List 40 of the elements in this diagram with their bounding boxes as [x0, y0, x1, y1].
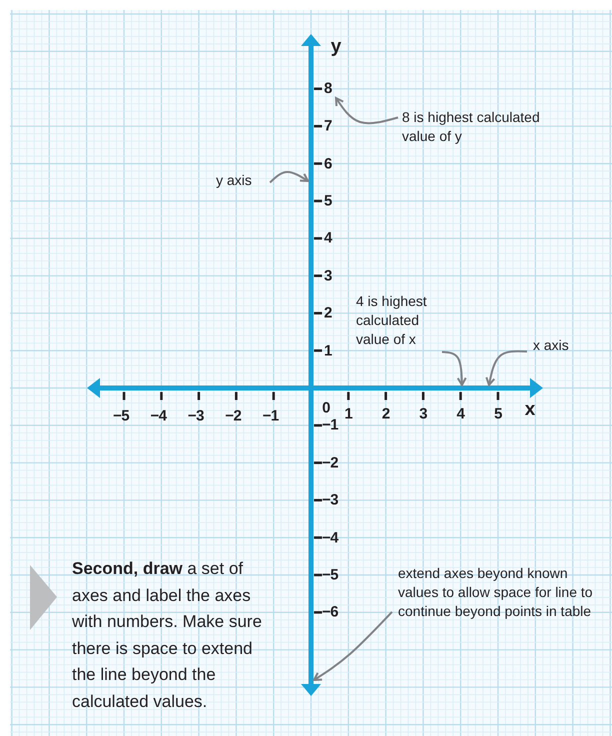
instruction-text: Second, draw a set of axes and label the axes with numbers. Make sure there is space to extend the line beyond the calculated values. [72, 558, 263, 712]
tick-label: 2 [324, 304, 332, 322]
annotation-text: 4 is highest calculated value of x [356, 292, 456, 349]
leader-arrow [442, 351, 467, 386]
tick-label: 3 [419, 406, 428, 422]
tick-label: −5 [112, 408, 130, 424]
tick-label: −3 [188, 408, 204, 424]
annotation-text: y axis [216, 171, 266, 190]
annotation-text: 8 is highest calculated value of y [402, 108, 574, 146]
tick-label: −6 [322, 604, 338, 621]
tick-label: 2 [382, 406, 390, 422]
tick-label: −3 [322, 492, 338, 509]
y-axis [301, 34, 322, 696]
tick-label: −4 [150, 408, 166, 424]
tick-label: −4 [322, 529, 338, 546]
axis-label: x [524, 399, 536, 421]
tick-label: 4 [456, 406, 465, 422]
tick-label: −2 [225, 408, 242, 424]
leader-arrow [313, 611, 393, 681]
tick-label: 3 [324, 267, 332, 284]
tick-label: 4 [324, 230, 332, 247]
tick-label: −1 [322, 416, 338, 434]
leader-arrow [269, 171, 309, 184]
tick-label: 5 [324, 192, 332, 210]
x-axis [87, 378, 543, 400]
tick-label: −5 [322, 566, 338, 584]
tick-label: −1 [262, 408, 279, 424]
leader-arrow [485, 350, 528, 386]
tick-label: 0 [322, 400, 330, 416]
tick-label: 1 [344, 406, 352, 422]
leader-arrow [335, 97, 398, 124]
tick-label: 8 [324, 80, 338, 98]
tick-label: 1 [324, 342, 332, 360]
axis-label: y [330, 36, 342, 58]
annotation-text: x axis [533, 336, 583, 355]
tick-label: 5 [494, 406, 502, 422]
annotation-text: extend axes beyond known values to allow space for line to continue beyond points in table [398, 564, 594, 621]
tick-label: 7 [324, 118, 332, 135]
tick-label: −2 [322, 454, 338, 472]
tick-label: 6 [324, 155, 332, 172]
